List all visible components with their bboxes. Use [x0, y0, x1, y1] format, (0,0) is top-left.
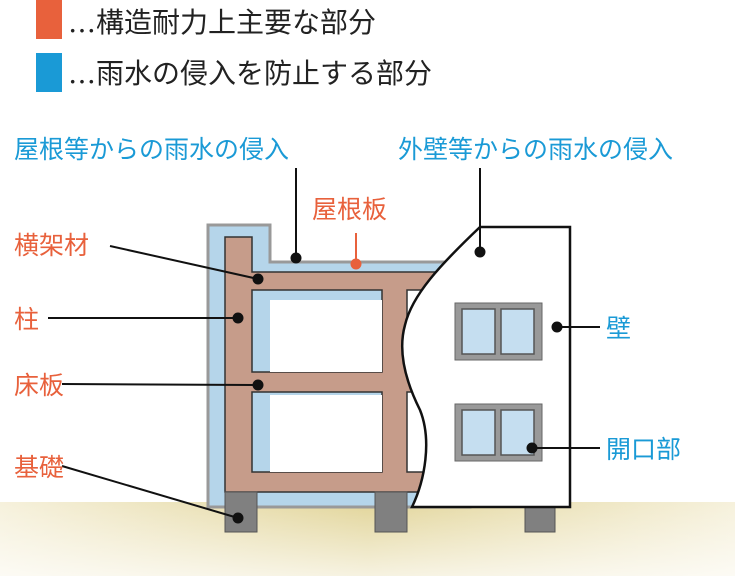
window-upper [454, 302, 543, 361]
floor-label: 床板 [14, 371, 64, 400]
legend-waterproof-label: …雨水の侵入を防止する部分 [68, 57, 432, 90]
beam-label: 横架材 [14, 231, 89, 260]
leader-dot [290, 252, 302, 264]
window-lower [454, 403, 543, 462]
roof-water-heading: 屋根等からの雨水の侵入 [14, 135, 289, 164]
legend-swatch-structural [36, 0, 62, 39]
footing [374, 491, 408, 533]
wall-water-heading: 外壁等からの雨水の侵入 [398, 135, 673, 164]
column-label: 柱 [14, 305, 39, 334]
roof-board-label: 屋根板 [312, 195, 387, 224]
legend-swatch-waterproof [36, 53, 62, 92]
opening-label: 開口部 [606, 435, 681, 464]
footing [224, 491, 258, 533]
foundation-label: 基礎 [14, 453, 64, 482]
legend-structural-label: …構造耐力上主要な部分 [68, 6, 376, 39]
footing [524, 505, 556, 533]
wall-label: 壁 [606, 314, 631, 343]
